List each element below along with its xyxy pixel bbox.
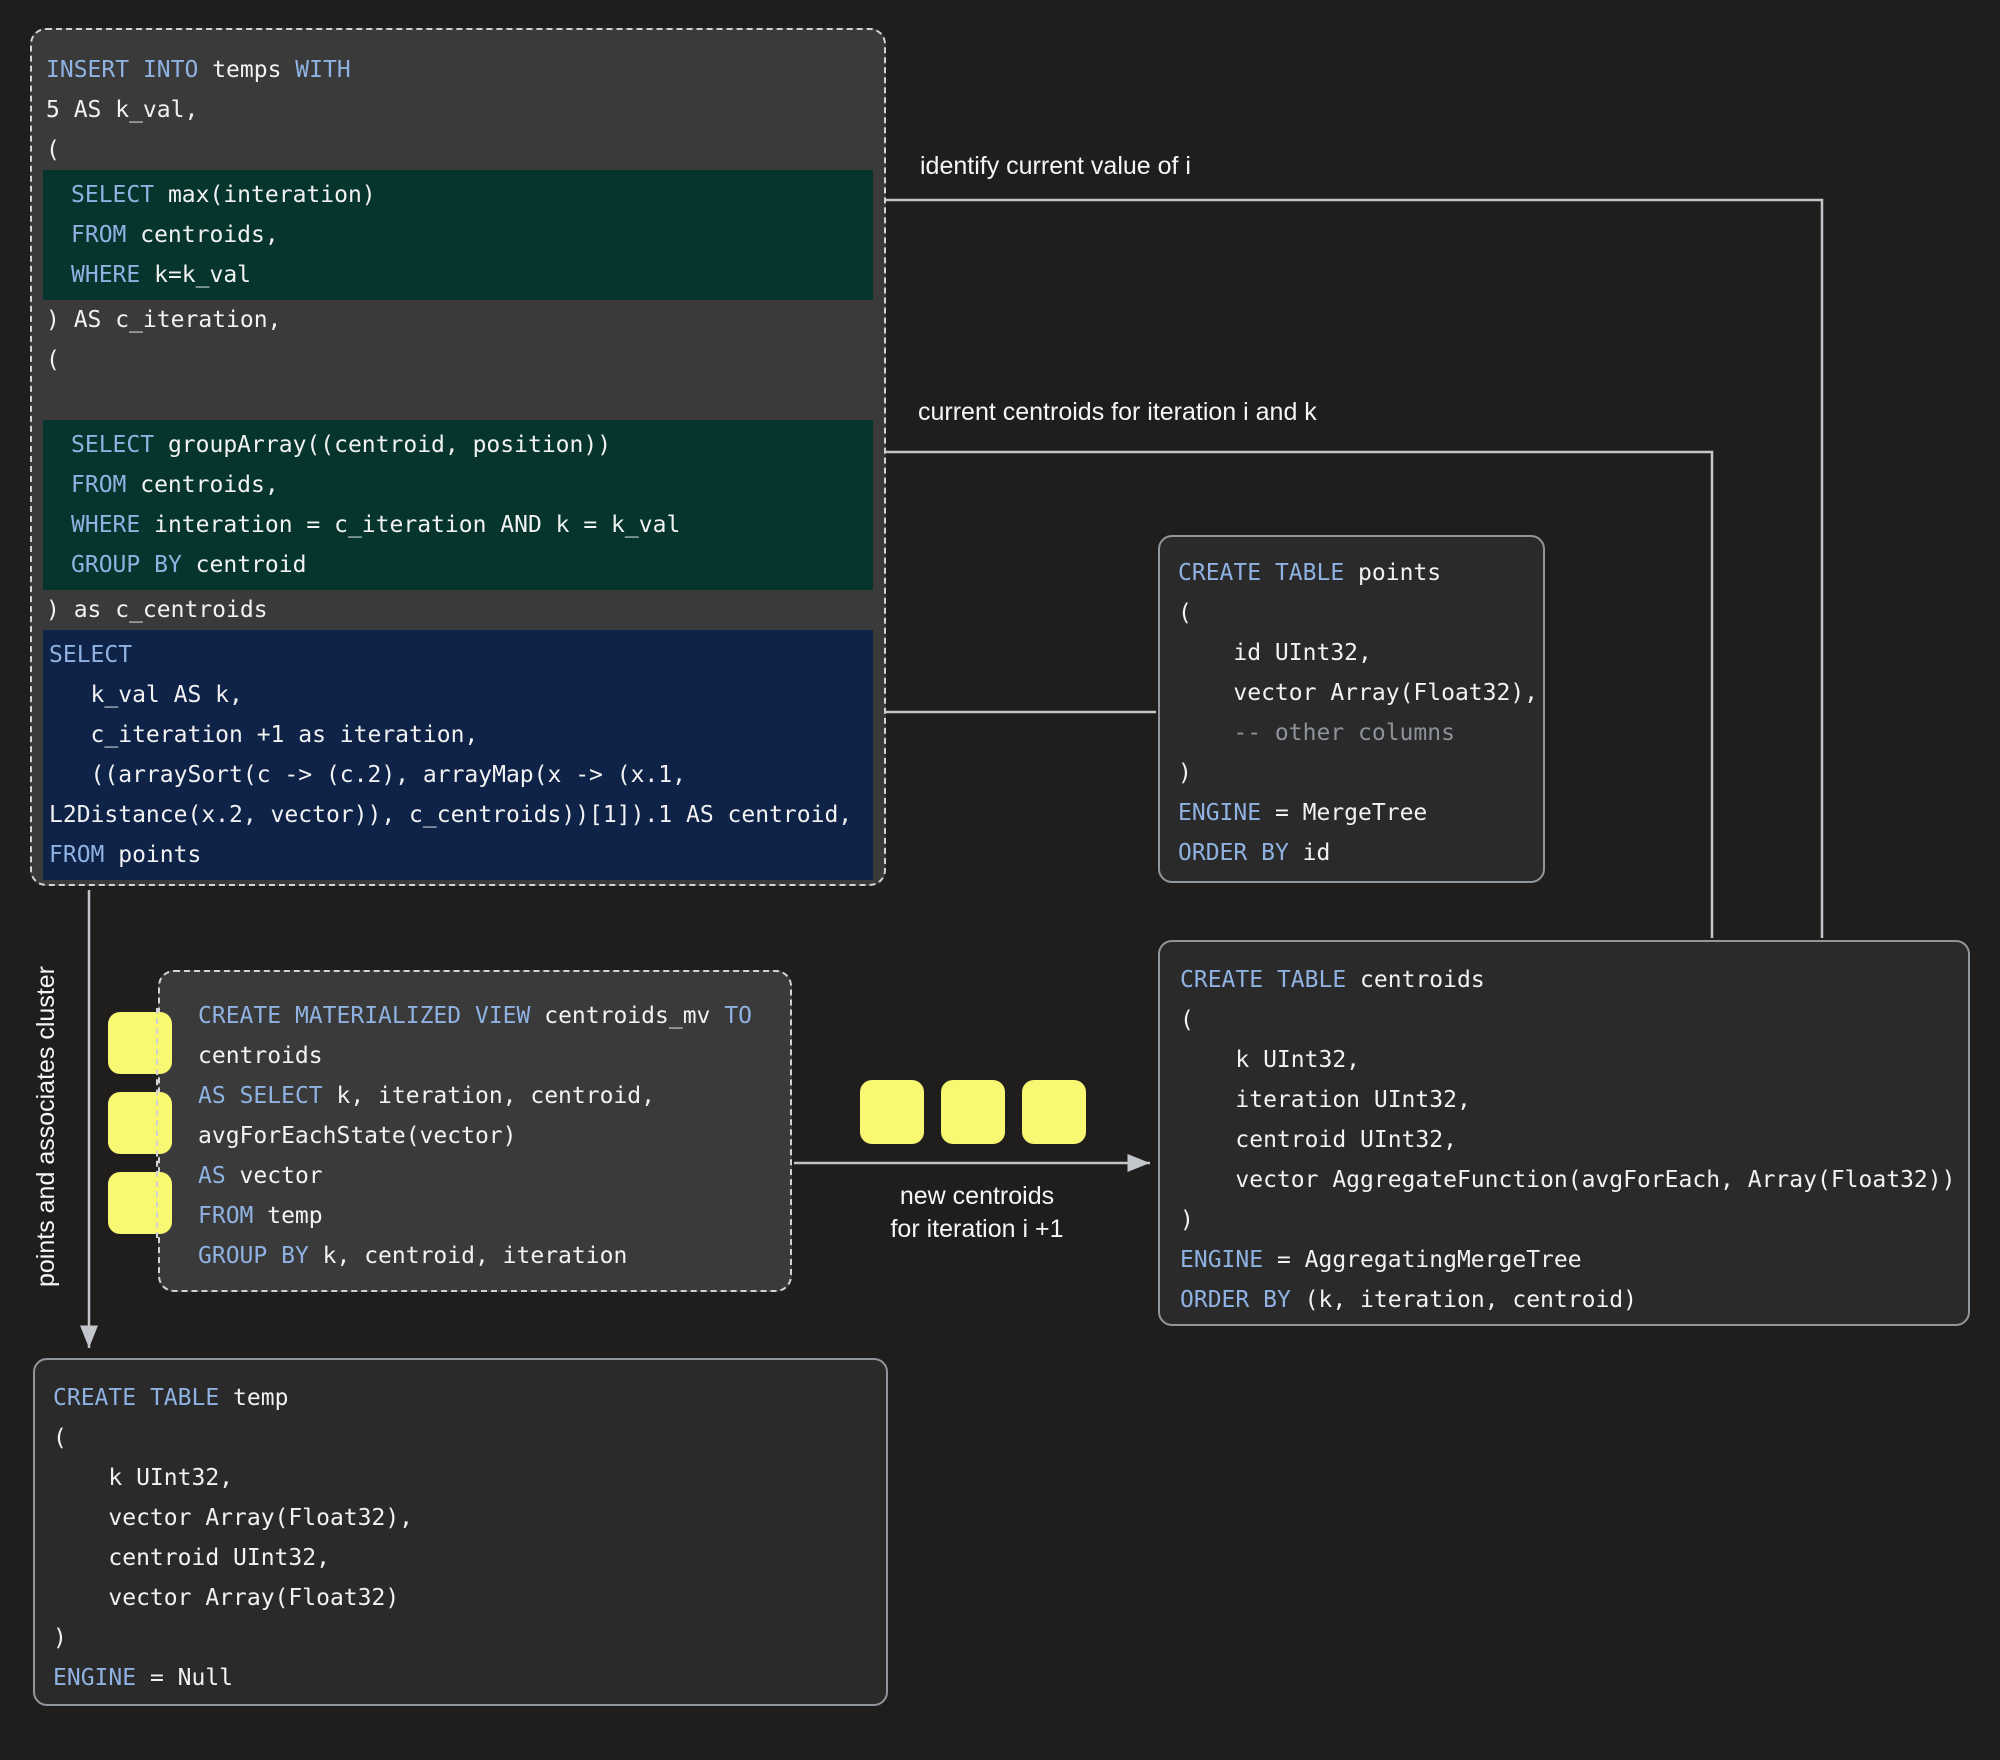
code-segment-green: SELECT groupArray((centroid, position))F… (43, 420, 873, 590)
yellow-state-chip (108, 1172, 172, 1234)
code-line: vector Array(Float32) (53, 1578, 886, 1618)
code-line: ) (1180, 1200, 1968, 1240)
code-line: CREATE TABLE points (1178, 553, 1543, 593)
insert-query-panel: INSERT INTO temps WITH5 AS k_val,(SELECT… (30, 28, 886, 886)
code-line: -- other columns (1178, 713, 1543, 753)
code-line: k UInt32, (1180, 1040, 1968, 1080)
code-line: INSERT INTO temps WITH (46, 50, 884, 90)
code-line: 5 AS k_val, (46, 90, 884, 130)
yellow-state-chip (108, 1012, 172, 1074)
code-line: ENGINE = Null (53, 1658, 886, 1698)
arrow-label-new-centroids-line1: new centroids (852, 1180, 1102, 1213)
code-line: ( (1180, 1000, 1968, 1040)
code-line: centroid UInt32, (1180, 1120, 1968, 1160)
code-line: CREATE TABLE temp (53, 1378, 886, 1418)
code-line: vector Array(Float32), (1178, 673, 1543, 713)
code-line: CREATE MATERIALIZED VIEW centroids_mv TO (198, 996, 790, 1036)
arrow-label-current-centroids: current centroids for iteration i and k (918, 396, 1317, 429)
code-line: FROM centroids, (71, 215, 873, 255)
yellow-centroid-chip (1022, 1080, 1086, 1144)
points-table-panel: CREATE TABLE points( id UInt32, vector A… (1158, 535, 1545, 883)
code-line: ) (53, 1618, 886, 1658)
code-line: WHERE interation = c_iteration AND k = k… (71, 505, 873, 545)
arrow-label-points-cluster: points and associates cluster (30, 950, 64, 1302)
code-line: c_iteration +1 as iteration, (49, 715, 873, 755)
code-line: ORDER BY id (1178, 833, 1543, 873)
code-line: centroid UInt32, (53, 1538, 886, 1578)
code-line: SELECT groupArray((centroid, position)) (71, 425, 873, 465)
code-segment-plain: INSERT INTO temps WITH5 AS k_val,( (32, 50, 884, 170)
code-segment-green: SELECT max(interation)FROM centroids,WHE… (43, 170, 873, 300)
yellow-centroid-chip (941, 1080, 1005, 1144)
dashed-border-overlay (156, 1008, 158, 1238)
code-line: GROUP BY centroid (71, 545, 873, 585)
code-line: GROUP BY k, centroid, iteration (198, 1236, 790, 1276)
code-line: ((arraySort(c -> (c.2), arrayMap(x -> (x… (49, 755, 873, 795)
code-line: ORDER BY (k, iteration, centroid) (1180, 1280, 1968, 1320)
arrow-label-new-centroids: new centroids for iteration i +1 (852, 1180, 1102, 1246)
code-line: WHERE k=k_val (71, 255, 873, 295)
code-line: L2Distance(x.2, vector)), c_centroids))[… (49, 795, 873, 835)
code-line: ) as c_centroids (46, 590, 884, 630)
code-line: FROM temp (198, 1196, 790, 1236)
code-line: SELECT max(interation) (71, 175, 873, 215)
code-line: vector AggregateFunction(avgForEach, Arr… (1180, 1160, 1968, 1200)
code-line: FROM centroids, (71, 465, 873, 505)
yellow-state-chip (108, 1092, 172, 1154)
materialized-view-panel: CREATE MATERIALIZED VIEW centroids_mv TO… (158, 970, 792, 1292)
code-line: AS SELECT k, iteration, centroid, (198, 1076, 790, 1116)
temp-table-panel: CREATE TABLE temp( k UInt32, vector Arra… (33, 1358, 888, 1706)
code-line: SELECT (49, 635, 873, 675)
code-line: k_val AS k, (49, 675, 873, 715)
code-line (46, 380, 884, 420)
code-line: id UInt32, (1178, 633, 1543, 673)
code-line: vector Array(Float32), (53, 1498, 886, 1538)
code-line: AS vector (198, 1156, 790, 1196)
code-line: ) AS c_iteration, (46, 300, 884, 340)
code-line: FROM points (49, 835, 873, 875)
code-segment-plain: ) as c_centroids (32, 590, 884, 630)
code-line: k UInt32, (53, 1458, 886, 1498)
code-line: ENGINE = MergeTree (1178, 793, 1543, 833)
arrow-label-identify-current-i: identify current value of i (920, 150, 1191, 183)
code-line: ( (1178, 593, 1543, 633)
code-segment-navy: SELECT k_val AS k, c_iteration +1 as ite… (43, 630, 873, 880)
code-line: centroids (198, 1036, 790, 1076)
arrow-label-new-centroids-line2: for iteration i +1 (852, 1213, 1102, 1246)
code-line: avgForEachState(vector) (198, 1116, 790, 1156)
code-line: ( (46, 340, 884, 380)
code-line: ( (46, 130, 884, 170)
code-line: ENGINE = AggregatingMergeTree (1180, 1240, 1968, 1280)
code-line: ( (53, 1418, 886, 1458)
code-line: CREATE TABLE centroids (1180, 960, 1968, 1000)
centroids-table-panel: CREATE TABLE centroids( k UInt32, iterat… (1158, 940, 1970, 1326)
code-segment-plain: ) AS c_iteration,( (32, 300, 884, 420)
code-line: ) (1178, 753, 1543, 793)
code-line: iteration UInt32, (1180, 1080, 1968, 1120)
yellow-centroid-chip (860, 1080, 924, 1144)
